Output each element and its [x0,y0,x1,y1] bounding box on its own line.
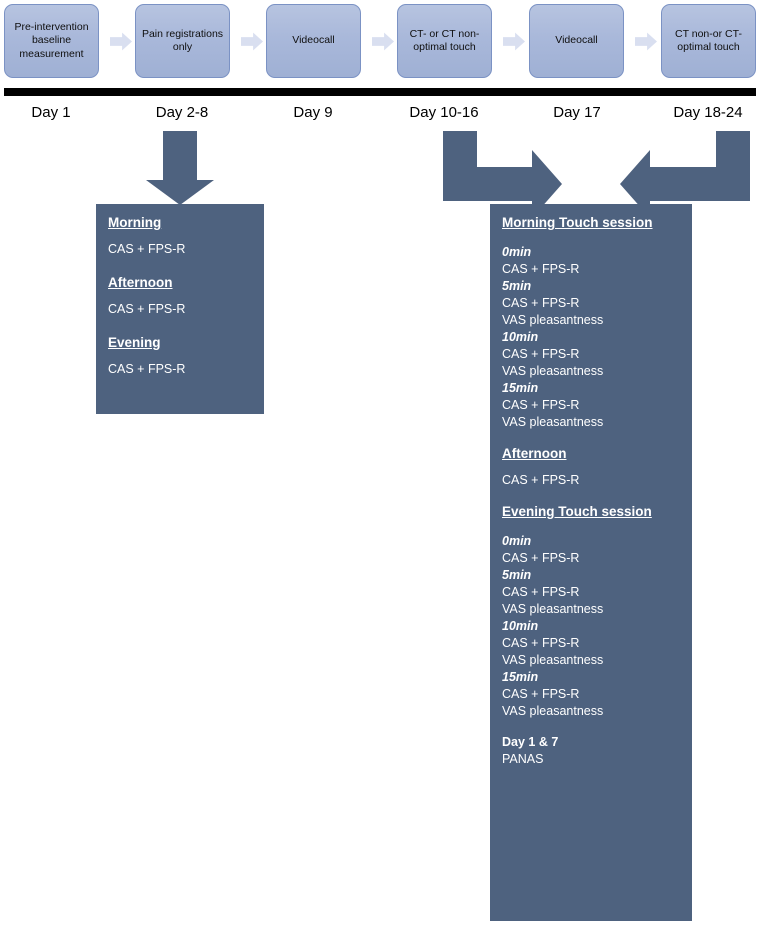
panel-left-item-evening-1: CAS + FPS-R [108,362,186,376]
panel-left-heading-afternoon: Afternoon [108,275,173,290]
panel-right-heading-afternoon: Afternoon [502,446,567,461]
day-label-2: Day 2-8 [155,104,209,121]
phase-box-label: CT non-or CT-optimal touch [675,27,742,54]
panel-right-evening-15-meas-1: CAS + FPS-R [502,687,580,701]
panel-right-morning-15-meas-1: CAS + FPS-R [502,398,580,412]
panel-right-spacer-e [502,720,680,734]
panel-right-spacer-b [502,431,680,445]
phase-connector-arrow-icon-1 [110,32,132,51]
panel-left-item-morning-1: CAS + FPS-R [108,242,186,256]
panel-right-evening-15-meas-2: VAS pleasantness [502,704,604,718]
panel-right-evening-0-meas-1: CAS + FPS-R [502,551,580,565]
panel-right-evening-5-meas-2: VAS pleasantness [502,602,604,616]
panel-right-evening-time-15: 15min [502,670,539,684]
down-arrow-icon-left [146,131,214,205]
phase-box-5[interactable]: Videocall [529,4,624,78]
panel-right-evening-time-10: 10min [502,619,539,633]
day-label-1: Day 1 [31,104,71,121]
detail-panel-touch-sessions: Morning Touch session 0min CAS + FPS-R 5… [490,204,692,921]
panel-right-spacer-c [502,489,680,503]
panel-right-evening-time-0: 0min [502,534,532,548]
panel-right-evening-10-meas-2: VAS pleasantness [502,653,604,667]
panel-right-evening-10-meas-1: CAS + FPS-R [502,636,580,650]
panel-right-morning-time-15: 15min [502,381,539,395]
phase-box-label: Pre-intervention baseline measurement [14,20,89,60]
phase-box-3[interactable]: Videocall [266,4,361,78]
panel-right-morning-10-meas-1: CAS + FPS-R [502,347,580,361]
day-label-3: Day 9 [293,104,333,121]
panel-right-heading-morning-touch: Morning Touch session [502,215,653,230]
panel-left-heading-morning: Morning [108,215,162,230]
panel-left-spacer-1 [108,267,252,274]
phase-box-label: CT- or CT non-optimal touch [409,27,480,54]
phase-box-6[interactable]: CT non-or CT-optimal touch [661,4,756,78]
phase-box-4[interactable]: CT- or CT non-optimal touch [397,4,492,78]
panel-right-morning-5-meas-1: CAS + FPS-R [502,296,580,310]
panel-right-footer-heading: Day 1 & 7 [502,735,559,749]
phase-connector-arrow-icon-5 [635,32,657,51]
panel-right-morning-0-meas-1: CAS + FPS-R [502,262,580,276]
phase-connector-arrow-icon-4 [503,32,525,51]
phase-box-2[interactable]: Pain registrations only [135,4,230,78]
phase-connector-arrow-icon-3 [372,32,394,51]
panel-right-morning-time-0: 0min [502,245,532,259]
panel-right-morning-time-10: 10min [502,330,539,344]
day-label-6: Day 18-24 [673,104,743,121]
phase-box-label: Videocall [292,34,335,47]
phase-box-label: Videocall [555,34,598,47]
panel-right-afternoon-item-1: CAS + FPS-R [502,473,580,487]
panel-right-footer-item-1: PANAS [502,752,544,766]
panel-left-heading-evening: Evening [108,335,161,350]
panel-right-morning-5-meas-2: VAS pleasantness [502,313,604,327]
panel-right-spacer-a [502,236,680,244]
panel-right-evening-5-meas-1: CAS + FPS-R [502,585,580,599]
panel-right-evening-time-5: 5min [502,568,532,582]
day-label-4: Day 10-16 [409,104,479,121]
phase-connector-arrow-icon-2 [241,32,263,51]
panel-right-heading-evening-touch: Evening Touch session [502,504,652,519]
phase-box-label: Pain registrations only [141,27,224,54]
panel-right-morning-time-5: 5min [502,279,532,293]
panel-left-spacer-2 [108,327,252,334]
panel-right-spacer-d [502,525,680,533]
detail-panel-daily-registrations: Morning CAS + FPS-R Afternoon CAS + FPS-… [96,204,264,414]
timeline-bar [4,88,756,96]
day-label-5: Day 17 [553,104,601,121]
panel-left-item-afternoon-1: CAS + FPS-R [108,302,186,316]
panel-right-morning-10-meas-2: VAS pleasantness [502,364,604,378]
phase-box-1[interactable]: Pre-intervention baseline measurement [4,4,99,78]
panel-right-morning-15-meas-2: VAS pleasantness [502,415,604,429]
phase-row: Pre-intervention baseline measurement Pa… [0,4,760,80]
